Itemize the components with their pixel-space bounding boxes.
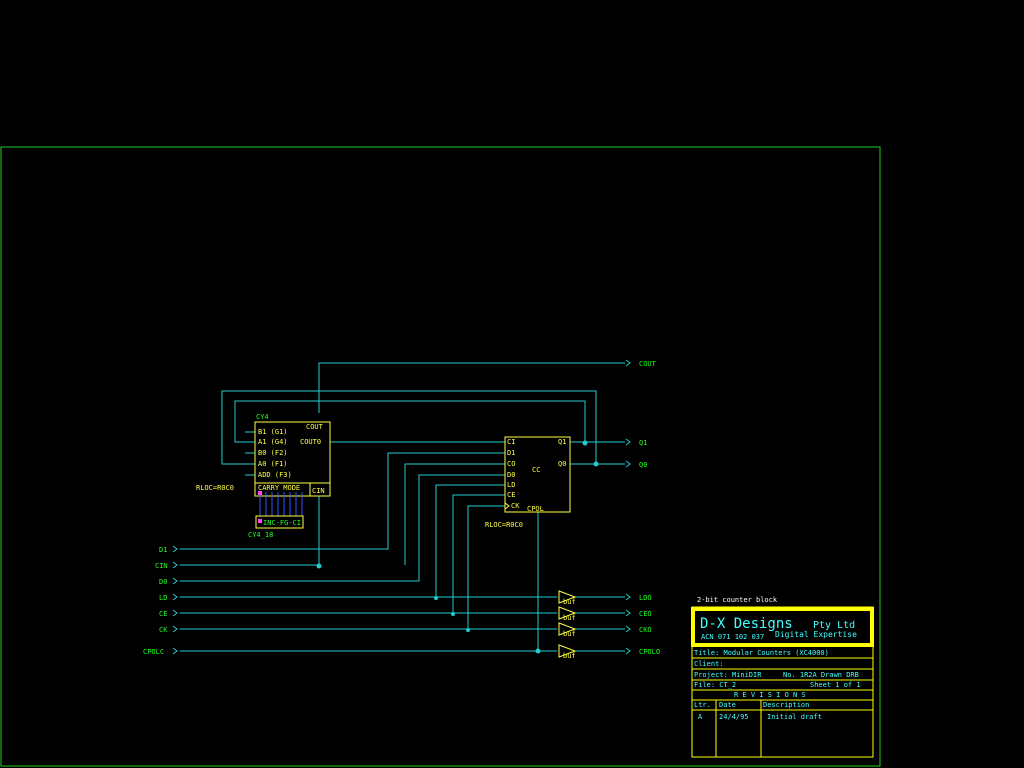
- rev-ltr: A: [698, 713, 703, 721]
- col-ltr: Ltr.: [694, 701, 711, 709]
- cy4-mode-name: CY4_18: [248, 531, 273, 539]
- cy4-pin-b1: B1 (G1): [258, 428, 288, 436]
- sheet-line: Sheet 1 of 1: [810, 681, 861, 689]
- revisions-header: R E V I S I O N S: [734, 691, 806, 699]
- buffer-label: buf: [563, 630, 576, 638]
- output-ports: COUT Q1 Q0 LDO CEO CKO CPOLO: [639, 360, 660, 656]
- cc-rloc: RLOC=R0C0: [485, 521, 523, 529]
- company-suffix: Pty Ltd: [813, 620, 855, 631]
- cy4-mode-marker: [258, 519, 262, 523]
- cc-name: CC: [532, 466, 540, 474]
- company-acn: ACN 071 102 037: [701, 633, 764, 641]
- cy4-pin-cout: COUT: [306, 423, 324, 431]
- buffer-label: buf: [563, 652, 576, 660]
- rev-date: 24/4/95: [719, 713, 749, 721]
- output-port-ldo[interactable]: LDO: [639, 594, 652, 602]
- cc-component[interactable]: CC CI D1 CO D0 LD CE CK Q1 Q0 CPOL RLOC=…: [485, 436, 571, 529]
- cc-pin-q1: Q1: [558, 438, 566, 446]
- cc-pin-cpol: CPOL: [527, 505, 544, 513]
- company-tagline: Digital Expertise: [775, 630, 857, 639]
- buffer-ld: [558, 590, 577, 604]
- company-name: D-X Designs: [700, 616, 793, 632]
- output-port-cout[interactable]: COUT: [639, 360, 657, 368]
- cy4-pin-cin: CIN: [312, 487, 325, 495]
- output-port-cko[interactable]: CKO: [639, 626, 652, 634]
- cc-pin-d0: D0: [507, 471, 515, 479]
- rev-desc: Initial draft: [767, 713, 822, 721]
- output-port-q1[interactable]: Q1: [639, 439, 647, 447]
- cc-pin-d1: D1: [507, 449, 515, 457]
- output-port-cpolo[interactable]: CPOLO: [639, 648, 660, 656]
- cy4-pin-b0: B0 (F2): [258, 449, 288, 457]
- drawn-line: No. 1R2A Drawn DRB: [783, 671, 859, 679]
- buffer-cpol: [558, 644, 577, 658]
- wires: [180, 362, 625, 652]
- client-line: Client:: [694, 660, 724, 668]
- buffer-ce: [558, 606, 577, 620]
- cy4-pin-a1: A1 (G4): [258, 438, 288, 446]
- buffer-label: buf: [563, 598, 576, 606]
- cc-pin-ce: CE: [507, 491, 515, 499]
- cc-pin-ck: CK: [511, 502, 520, 510]
- project-line: Project: MiniDIR: [694, 671, 762, 679]
- cc-pin-ci: CI: [507, 438, 515, 446]
- input-ports: D1 CIN D0 LD CE CK CPOLC: [143, 546, 168, 656]
- junction-dots: [316, 440, 599, 654]
- input-port-cpolc[interactable]: CPOLC: [143, 648, 164, 656]
- block-caption: 2-bit counter block: [697, 596, 778, 604]
- cy4-pin-cout0: COUT0: [300, 438, 321, 446]
- cc-pin-q0: Q0: [558, 460, 566, 468]
- cy4-body: [254, 421, 331, 497]
- cc-pin-ld: LD: [507, 481, 515, 489]
- cy4-carry-mode: CARRY MODE: [258, 484, 300, 492]
- input-port-ce[interactable]: CE: [159, 610, 167, 618]
- input-port-ck[interactable]: CK: [159, 626, 168, 634]
- cy4-mode-label: INC-FG-CI: [263, 519, 301, 527]
- input-port-cin[interactable]: CIN: [155, 562, 168, 570]
- carry-mode-lines: [259, 492, 303, 516]
- col-date: Date: [719, 701, 736, 709]
- cc-clock-wedge: [504, 502, 510, 510]
- company-logo-frame: [691, 607, 874, 647]
- col-desc: Description: [763, 701, 809, 709]
- sheet-border: [0, 146, 881, 767]
- buffer-ck: [558, 622, 577, 636]
- cy4-component[interactable]: CY4 B1 (G1) A1 (G4) B0 (F2) A0 (F1) ADD …: [196, 413, 331, 539]
- output-port-ceo[interactable]: CEO: [639, 610, 652, 618]
- input-port-d0[interactable]: D0: [159, 578, 167, 586]
- file-line: File: CT_2: [694, 681, 736, 689]
- cc-body: [504, 436, 571, 513]
- title-block: 2-bit counter block D-X Designs Pty Ltd …: [691, 596, 874, 758]
- cy4-pin-marker: [258, 491, 262, 495]
- cy4-pin-a0: A0 (F1): [258, 460, 288, 468]
- cy4-rloc: RLOC=R0C0: [196, 484, 234, 492]
- cy4-mode-box: [255, 515, 304, 529]
- cy4-pin-add: ADD (F3): [258, 471, 292, 479]
- title-line: Title: Modular Counters (XC4000): [694, 649, 829, 657]
- port-arrows: [172, 359, 631, 655]
- output-port-q0[interactable]: Q0: [639, 461, 647, 469]
- buffers: [558, 590, 577, 658]
- input-port-d1[interactable]: D1: [159, 546, 167, 554]
- input-port-ld[interactable]: LD: [159, 594, 167, 602]
- cy4-name: CY4: [256, 413, 269, 421]
- cc-pin-co: CO: [507, 460, 515, 468]
- buffer-label: buf: [563, 614, 576, 622]
